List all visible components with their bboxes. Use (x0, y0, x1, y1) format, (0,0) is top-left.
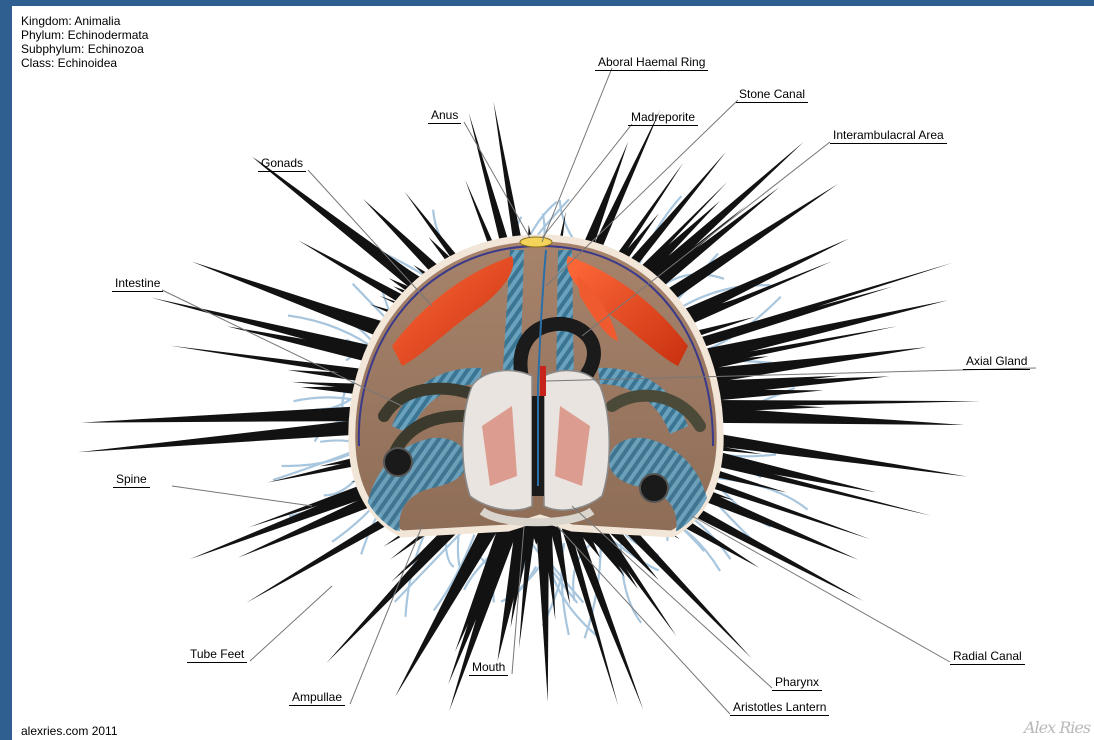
label-tube-feet: Tube Feet (187, 647, 247, 663)
leader-gonads (308, 170, 432, 306)
artist-signature: Alex Ries 2011 (1024, 718, 1094, 740)
axial-gland (540, 366, 546, 396)
label-aristotles-lantern: Aristotles Lantern (730, 700, 829, 716)
leader-aristotles-lantern (557, 526, 730, 714)
label-gonads: Gonads (258, 156, 306, 172)
label-stone-canal: Stone Canal (736, 87, 808, 103)
leader-radial-canal (692, 516, 950, 662)
taxon-phylum: Phylum: Echinodermata (21, 28, 148, 42)
diagram-canvas: Kingdom: Animalia Phylum: Echinodermata … (12, 6, 1094, 740)
label-intestine: Intestine (112, 276, 163, 292)
taxon-kingdom: Kingdom: Animalia (21, 14, 120, 28)
madreporite-disc (520, 237, 552, 247)
label-anus: Anus (428, 108, 461, 124)
label-pharynx: Pharynx (772, 675, 822, 691)
label-radial-canal: Radial Canal (950, 649, 1025, 665)
label-aboral-haemal-ring: Aboral Haemal Ring (595, 55, 708, 71)
spine (680, 400, 980, 408)
intestine-end-right (640, 474, 668, 502)
label-mouth: Mouth (469, 660, 508, 676)
sea-urchin-anatomy-illustration (12, 6, 1094, 740)
label-interambulacral-area: Interambulacral Area (830, 128, 947, 144)
leader-tube-feet (250, 586, 332, 661)
leader-madreporite (542, 124, 632, 238)
label-madreporite: Madreporite (628, 110, 698, 126)
label-spine: Spine (113, 472, 150, 488)
taxon-subphylum: Subphylum: Echinozoa (21, 42, 144, 56)
taxon-class: Class: Echinoidea (21, 56, 117, 70)
label-axial-gland: Axial Gland (963, 354, 1030, 370)
spine (536, 525, 549, 702)
credit-text: alexries.com 2011 (21, 724, 118, 738)
label-ampullae: Ampullae (289, 690, 345, 706)
intestine-end-left (384, 448, 412, 476)
leader-spine (172, 486, 312, 506)
